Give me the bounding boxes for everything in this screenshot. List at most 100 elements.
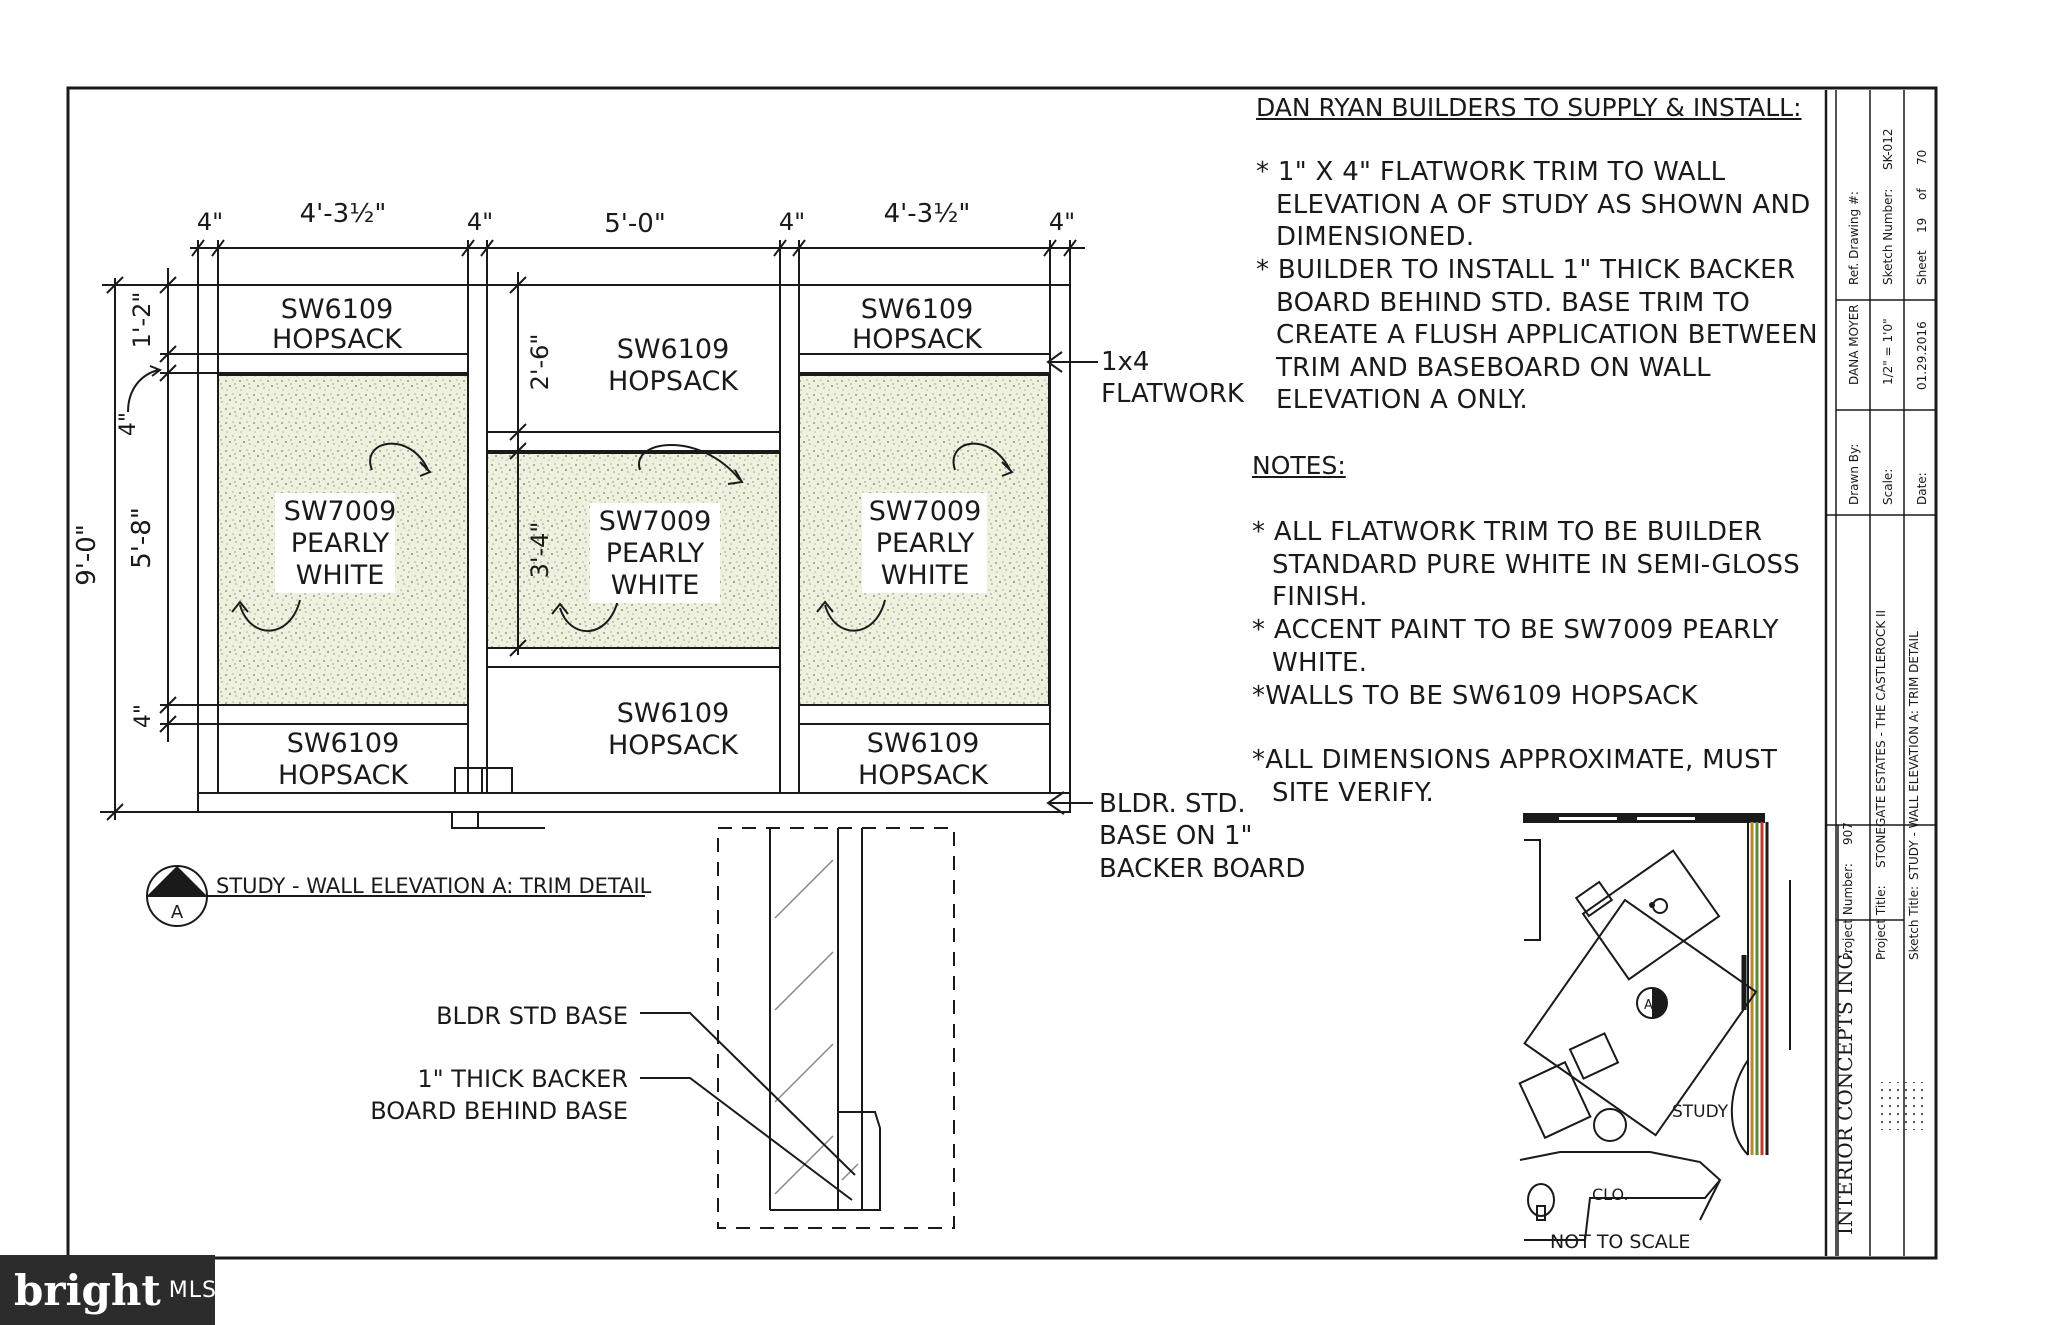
dim-center-top: 2'-6" — [526, 334, 554, 391]
detail-backer-label-1: 1" THICK BACKER — [417, 1065, 628, 1093]
note-line: * ALL FLATWORK TRIM TO BE BUILDER — [1252, 517, 1763, 547]
dim-total-height: 9'-0" — [72, 524, 102, 586]
dim-top-right-trim: 4" — [1049, 208, 1075, 236]
label-hopsack-bottom-left-name: HOPSACK — [278, 760, 409, 791]
label-hopsack-top-left-code: SW6109 — [281, 294, 394, 325]
callout-flatwork-label: FLATWORK — [1101, 379, 1245, 409]
label-hopsack-bottom-center-code: SW6109 — [617, 698, 730, 729]
note-line: BOARD BEHIND STD. BASE TRIM TO — [1276, 287, 1751, 318]
tb-project-number-label: Project Number: — [1841, 863, 1855, 960]
label-pearly-center-color: WHITE — [611, 570, 700, 601]
tb-sketch-number: SK-012 — [1881, 129, 1895, 170]
callout-leaders — [1046, 351, 1098, 815]
note-line: * BUILDER TO INSTALL 1" THICK BACKER — [1256, 255, 1796, 285]
note-line: FINISH. — [1272, 582, 1368, 612]
callout-base-2: BASE ON 1" — [1099, 821, 1253, 851]
notes-heading: NOTES: — [1252, 451, 1346, 480]
note-line: *WALLS TO BE SW6109 HOPSACK — [1252, 681, 1698, 711]
detail-backer-label-2: BOARD BEHIND BASE — [370, 1097, 628, 1125]
label-pearly-right-name: PEARLY — [876, 528, 975, 559]
dim-upper-trim: 4" — [116, 412, 141, 436]
label-pearly-left-code: SW7009 — [284, 496, 397, 527]
center-dimensions — [509, 272, 527, 657]
detail-base-label: BLDR STD BASE — [436, 1002, 628, 1030]
note-line: SITE VERIFY. — [1272, 777, 1435, 808]
tb-ref-label: Ref. Drawing #: — [1847, 191, 1861, 285]
wall-outline — [197, 284, 1071, 813]
title-block — [1826, 90, 1936, 1256]
label-hopsack-top-right-code: SW6109 — [861, 294, 974, 325]
tb-scale: 1/2" = 1'0" — [1881, 318, 1895, 385]
tb-sheet-total: 70 — [1915, 150, 1929, 165]
dim-top-band: 1'-2" — [128, 292, 156, 349]
dim-top-left-trim: 4" — [197, 208, 223, 236]
note-line: * 1" X 4" FLATWORK TRIM TO WALL — [1256, 157, 1726, 187]
tb-sketch-title-label: Sketch Title: — [1907, 886, 1921, 960]
base-detail — [640, 827, 955, 1229]
left-dimensions — [100, 268, 218, 821]
note-line: WHITE. — [1272, 647, 1368, 678]
top-dimension — [190, 239, 1085, 285]
tb-of-label: of — [1915, 188, 1929, 200]
dim-lower-trim: 4" — [131, 704, 156, 728]
plan-marker — [1636, 987, 1668, 1019]
label-pearly-center-name: PEARLY — [606, 538, 705, 569]
section-caption: STUDY - WALL ELEVATION A: TRIM DETAIL — [216, 874, 652, 898]
sheet-border — [66, 86, 1938, 1260]
dim-mid-left-trim: 4" — [467, 208, 493, 236]
callout-flatwork-size: 1x4 — [1101, 347, 1149, 377]
label-pearly-right-code: SW7009 — [869, 496, 982, 527]
note-line: DIMENSIONED. — [1276, 222, 1475, 252]
tb-sheet: 19 — [1915, 218, 1929, 233]
tb-project-title-label: Project Title: — [1874, 885, 1888, 960]
tb-date-label: Date: — [1915, 472, 1929, 505]
section-marker-letter: A — [171, 902, 184, 923]
note-line: ELEVATION A ONLY. — [1276, 385, 1528, 415]
label-hopsack-bottom-right-name: HOPSACK — [858, 760, 989, 791]
tb-sketch-number-label: Sketch Number: — [1881, 189, 1895, 285]
label-hopsack-top-right-name: HOPSACK — [852, 324, 983, 355]
tb-drawn-by: DANA MOYER — [1847, 304, 1861, 385]
label-pearly-left-name: PEARLY — [291, 528, 390, 559]
accent-arrows — [231, 442, 1014, 633]
label-hopsack-top-center-code: SW6109 — [617, 334, 730, 365]
label-pearly-left-color: WHITE — [296, 560, 385, 591]
label-hopsack-bottom-center-name: HOPSACK — [608, 730, 739, 761]
tb-drawn-by-label: Drawn By: — [1847, 444, 1861, 505]
brand-suffix: MLS — [168, 1277, 217, 1303]
callout-base-3: BACKER BOARD — [1099, 854, 1305, 884]
tb-project-title: STONEGATE ESTATES - THE CASTLEROCK II — [1874, 610, 1888, 868]
tb-sheet-label: Sheet — [1915, 250, 1929, 285]
supply-heading: DAN RYAN BUILDERS TO SUPPLY & INSTALL: — [1256, 93, 1802, 122]
note-line: ELEVATION A OF STUDY AS SHOWN AND — [1276, 189, 1811, 220]
label-pearly-center-code: SW7009 — [599, 506, 712, 537]
label-pearly-right-color: WHITE — [881, 560, 970, 591]
plan-marker-letter: A — [1644, 998, 1653, 1013]
note-line: CREATE A FLUSH APPLICATION BETWEEN — [1276, 320, 1818, 350]
note-3: *WALLS TO BE SW6109 HOPSACK — [1252, 680, 1698, 713]
callout-base-1: BLDR. STD. — [1099, 789, 1246, 819]
tb-scale-label: Scale: — [1881, 469, 1895, 505]
plan-scale-note: NOT TO SCALE — [1550, 1231, 1690, 1253]
note-line: *ALL DIMENSIONS APPROXIMATE, MUST — [1252, 745, 1778, 775]
brand-word: bright — [14, 1265, 161, 1315]
dim-center-accent: 3'-4" — [526, 522, 554, 579]
tb-company: INTERIOR CONCEPTS INC. — [1833, 949, 1857, 1235]
tb-project-number: 907 — [1841, 822, 1855, 845]
label-hopsack-top-center-name: HOPSACK — [608, 366, 739, 397]
label-hopsack-top-left-name: HOPSACK — [272, 324, 403, 355]
plan-closet-label: CLO. — [1592, 1185, 1629, 1204]
tb-date: 01.29.2016 — [1915, 321, 1929, 390]
dim-center-panel: 5'-0" — [604, 209, 666, 239]
note-line: TRIM AND BASEBOARD ON WALL — [1276, 352, 1711, 383]
tb-sketch-title: STUDY - WALL ELEVATION A: TRIM DETAIL — [1907, 631, 1921, 880]
dim-accent-height: 5'-8" — [127, 507, 157, 569]
label-hopsack-bottom-left-code: SW6109 — [287, 728, 400, 759]
panel-labels: SW6109 HOPSACK SW6109 HOPSACK SW6109 HOP… — [272, 294, 989, 791]
plan-room-label: STUDY — [1672, 1102, 1729, 1122]
